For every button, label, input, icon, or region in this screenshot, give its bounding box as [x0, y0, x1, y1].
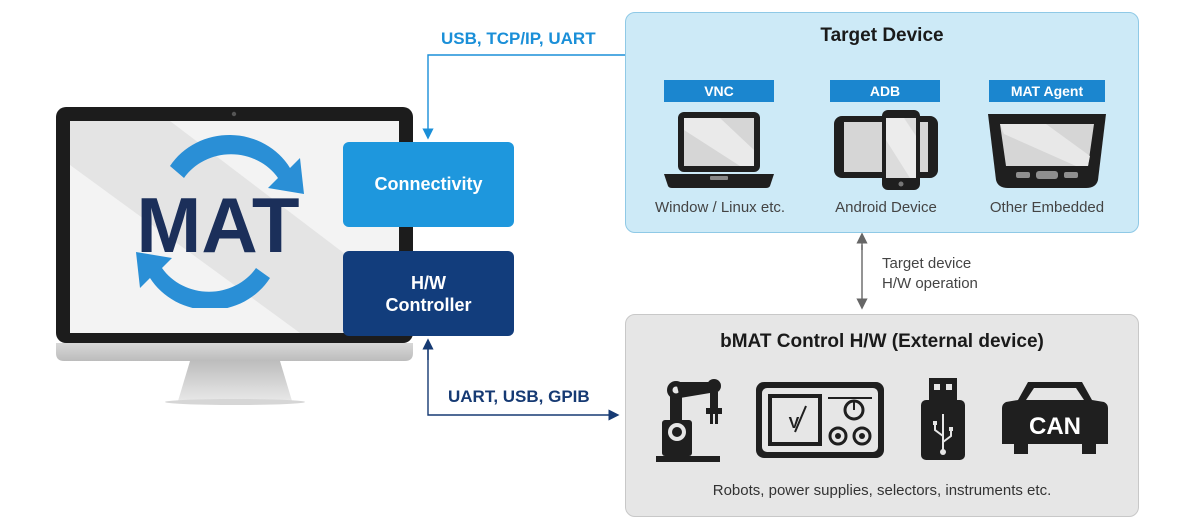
target-hw-note-line2: H/W operation	[882, 275, 978, 292]
target-hw-note: Target device H/W operation	[882, 254, 978, 294]
meter-letter: V	[789, 415, 800, 432]
mat-agent-caption: Other Embedded	[989, 199, 1105, 216]
hw-controller-line1: H/W	[411, 272, 446, 293]
bottom-protocols-label: UART, USB, GPIB	[448, 387, 590, 406]
mat-agent-tag: MAT Agent	[989, 80, 1105, 102]
adb-caption: Android Device	[835, 199, 937, 216]
laptop-icon	[664, 112, 774, 188]
target-device-title: Target Device	[820, 25, 944, 46]
connectivity-box: Connectivity	[343, 142, 514, 227]
vnc-caption: Window / Linux etc.	[654, 199, 786, 216]
target-hw-note-line1: Target device	[882, 255, 972, 272]
robot-arm-icon	[656, 379, 722, 462]
mat-logo: MAT	[136, 134, 304, 308]
hw-controller-box: H/W Controller	[343, 251, 514, 336]
usb-icon	[921, 378, 965, 460]
can-text: CAN	[1029, 413, 1081, 440]
meter-icon: V	[756, 382, 884, 458]
bottom-connector	[422, 338, 620, 421]
connectivity-label: Connectivity	[374, 174, 483, 194]
top-protocols-label: USB, TCP/IP, UART	[441, 29, 596, 48]
hw-controller-line2: Controller	[385, 294, 472, 315]
can-car-icon: CAN	[1002, 382, 1108, 454]
tablet-phone-icon	[834, 110, 938, 190]
control-hw-title: bMAT Control H/W (External device)	[720, 331, 1044, 352]
mat-logo-text: MAT	[136, 181, 299, 269]
adb-tag: ADB	[830, 80, 940, 102]
control-hw-caption: Robots, power supplies, selectors, instr…	[712, 482, 1052, 499]
vnc-tag: VNC	[664, 80, 774, 102]
car-display-icon	[988, 114, 1106, 188]
